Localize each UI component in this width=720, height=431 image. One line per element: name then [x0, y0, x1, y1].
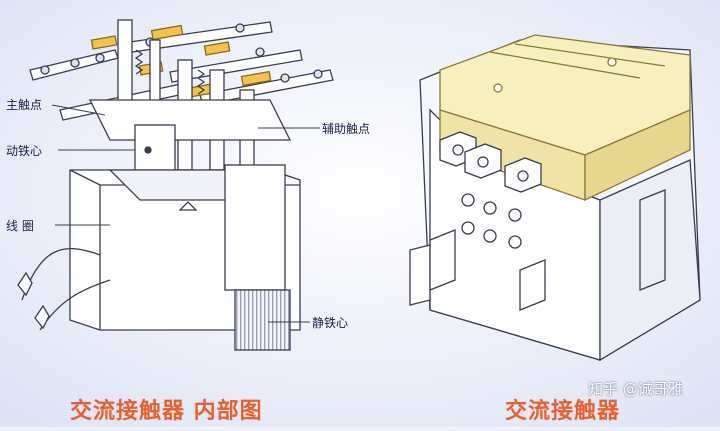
static-core-block [224, 164, 286, 291]
label-static-core: 静铁心 [312, 316, 349, 330]
label-moving-core: 动铁心 [6, 144, 43, 158]
leader-lines [51, 104, 320, 323]
internal-structure-illustration [17, 19, 334, 351]
watermark: 知乎 @诚哥雅 [588, 380, 683, 398]
terminal-screws [40, 23, 323, 83]
label-aux-contact: 辅助触点 [322, 122, 371, 136]
label-coil: 线 圈 [6, 219, 34, 233]
caption-external: 交流接触器 [505, 399, 621, 424]
caption-internal: 交流接触器 内部图 [70, 399, 263, 424]
vent-holes [461, 193, 522, 249]
label-main-contact: 主触点 [6, 98, 43, 112]
terminal-row [439, 131, 542, 193]
static-core-laminations [234, 289, 291, 351]
external-contactor-illustration [409, 34, 701, 362]
moving-core-frame [88, 99, 292, 141]
